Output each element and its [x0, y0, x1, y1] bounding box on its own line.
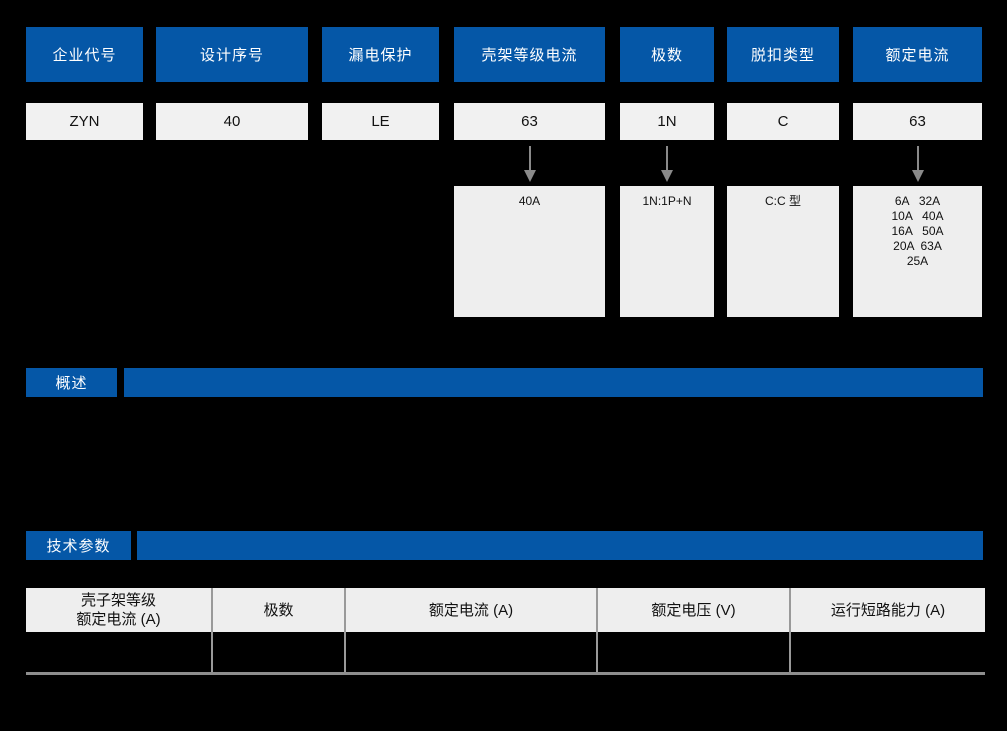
- model-col-description: 1N:1P+N: [620, 186, 714, 317]
- model-col-poles: 极数 1N 1N:1P+N: [620, 0, 714, 320]
- model-col-value: 63: [454, 103, 605, 140]
- table-cell: [789, 632, 985, 675]
- model-col-description: C:C 型: [727, 186, 839, 317]
- model-col-frame-current: 壳架等级电流 63 40A: [454, 0, 605, 320]
- table-cell: [211, 632, 345, 675]
- model-col-value: 40: [156, 103, 308, 140]
- table-header-poles: 极数: [211, 588, 345, 632]
- model-col-value: ZYN: [26, 103, 143, 140]
- table-row: [26, 632, 985, 675]
- description-line: C:C 型: [764, 194, 801, 208]
- model-col-header: 壳架等级电流: [454, 27, 605, 82]
- model-col-header: 脱扣类型: [727, 27, 839, 82]
- model-col-company-code: 企业代号 ZYN: [26, 0, 143, 320]
- table-header-rated-current: 额定电流 (A): [344, 588, 597, 632]
- model-col-trip-type: 脱扣类型 C C:C 型: [727, 0, 839, 320]
- model-col-description: 40A: [454, 186, 605, 317]
- table-cell: [596, 632, 790, 675]
- down-arrow-icon: [620, 145, 714, 183]
- down-arrow-icon: [853, 145, 982, 183]
- description-line: 25A: [906, 254, 929, 268]
- table-cell: [26, 632, 212, 675]
- model-col-header: 企业代号: [26, 27, 143, 82]
- description-line: 1N:1P+N: [642, 194, 692, 208]
- description-line: 20A 63A: [893, 239, 942, 253]
- model-col-value: C: [727, 103, 839, 140]
- model-col-header: 额定电流: [853, 27, 982, 82]
- section-tab-tech-params: 技术参数: [26, 531, 131, 560]
- table-header-short-circuit-capacity: 运行短路能力 (A): [789, 588, 985, 632]
- model-col-leakage-protection: 漏电保护 LE: [322, 0, 439, 320]
- table-cell: [344, 632, 597, 675]
- model-col-header: 漏电保护: [322, 27, 439, 82]
- table-header-frame-rated-current: 壳子架等级 额定电流 (A): [26, 588, 212, 632]
- section-bar-tech-params: [137, 531, 983, 560]
- description-line: 16A 50A: [891, 224, 944, 238]
- section-tab-overview: 概述: [26, 368, 117, 397]
- description-line: 10A 40A: [891, 209, 944, 223]
- model-col-value: 63: [853, 103, 982, 140]
- section-bar-overview: [124, 368, 983, 397]
- model-col-value: 1N: [620, 103, 714, 140]
- model-col-value: LE: [322, 103, 439, 140]
- model-col-header: 设计序号: [156, 27, 308, 82]
- model-col-rated-current: 额定电流 63 6A 32A 10A 40A 16A 50A 20A 63A 2…: [853, 0, 982, 320]
- tech-params-table: 壳子架等级 额定电流 (A) 极数 额定电流 (A) 额定电压 (V) 运行短路…: [26, 588, 985, 675]
- table-header-rated-voltage: 额定电压 (V): [596, 588, 790, 632]
- description-line: 40A: [518, 194, 541, 208]
- model-col-description: 6A 32A 10A 40A 16A 50A 20A 63A 25A: [853, 186, 982, 317]
- description-line: 6A 32A: [894, 194, 941, 208]
- down-arrow-icon: [454, 145, 605, 183]
- table-header-row: 壳子架等级 额定电流 (A) 极数 额定电流 (A) 额定电压 (V) 运行短路…: [26, 588, 985, 632]
- model-col-header: 极数: [620, 27, 714, 82]
- model-col-design-serial: 设计序号 40: [156, 0, 308, 320]
